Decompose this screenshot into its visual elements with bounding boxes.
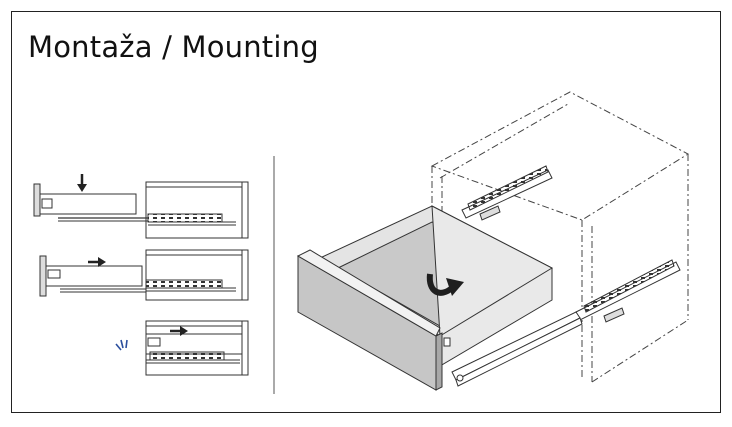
cabinet-rail-lower: [575, 259, 681, 323]
cabinet-rail-upper: [461, 165, 553, 221]
rotate-arrow-icon: [426, 273, 464, 296]
click-sound-icon: [115, 339, 128, 351]
page-title: Montaža / Mounting: [28, 30, 319, 64]
drawer-runner: [451, 311, 583, 387]
down-arrow-icon: [77, 174, 87, 192]
drawer: [296, 205, 554, 391]
right-arrow-icon: [170, 326, 188, 336]
right-arrow-icon: [88, 257, 106, 267]
step-2-push: [39, 249, 249, 301]
step-3-click: [115, 320, 249, 376]
step-1-insert: [33, 174, 249, 239]
